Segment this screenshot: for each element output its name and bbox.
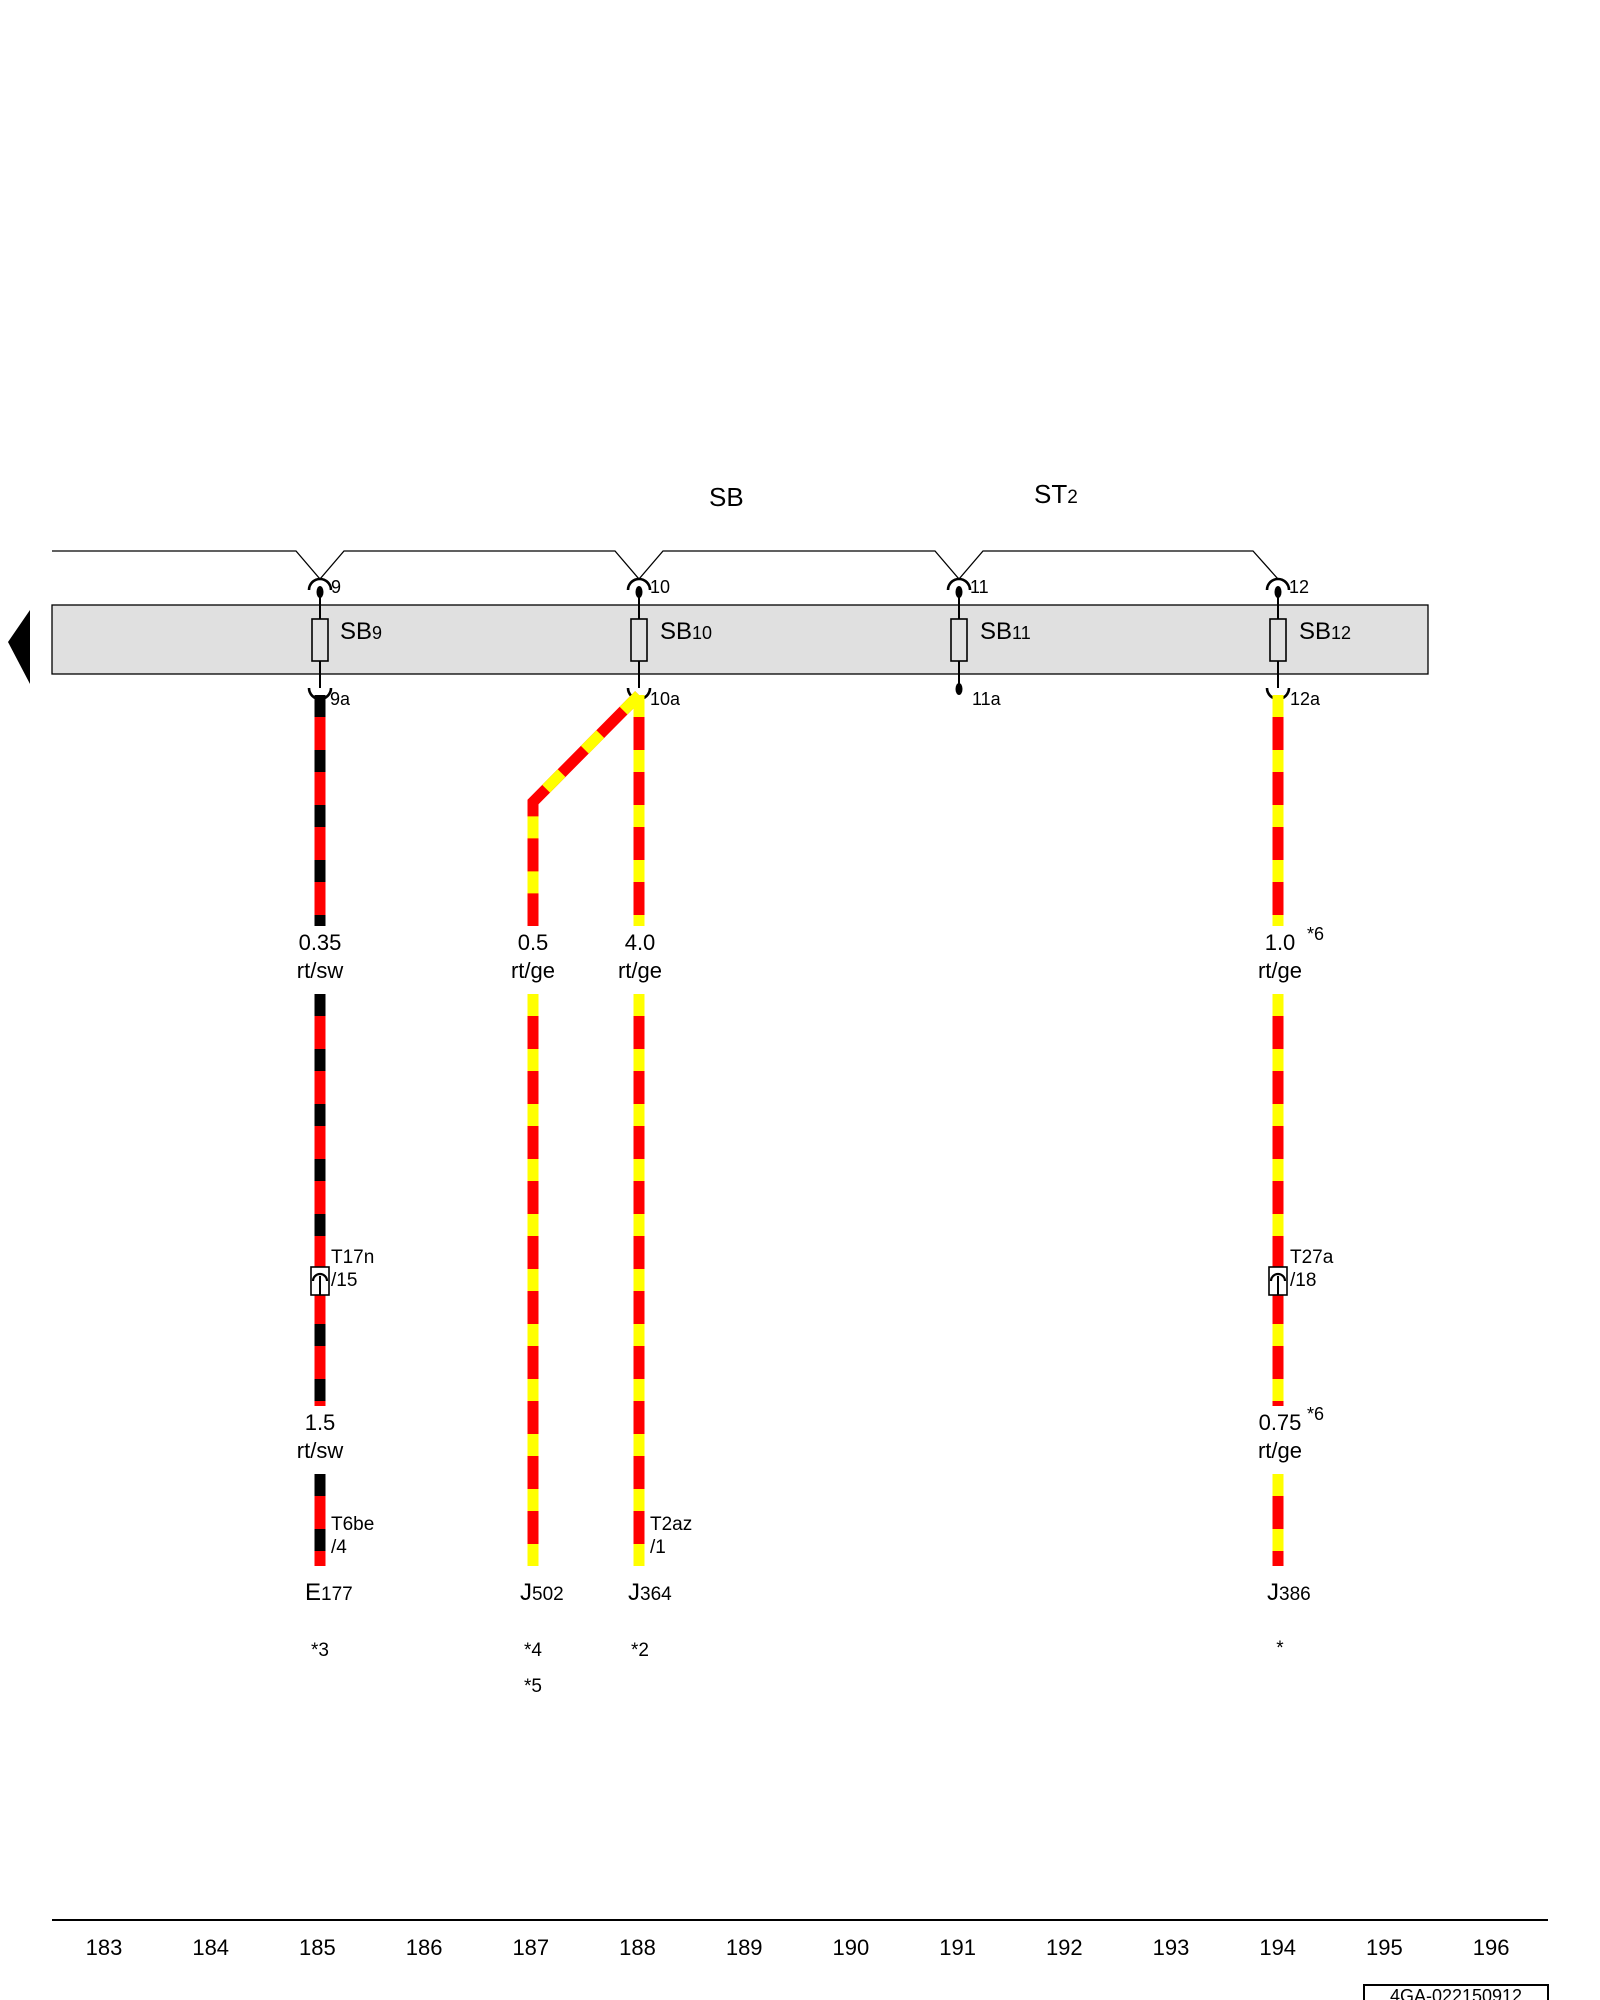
wire-size-label: 0.5 — [518, 930, 549, 955]
svg-text:9a: 9a — [330, 689, 351, 709]
connector-t6be-name: T6be — [331, 1514, 374, 1535]
header-st-label: ST2 — [1034, 479, 1078, 509]
ruler-number: 185 — [299, 1935, 336, 1960]
component-footnote: *3 — [311, 1640, 329, 1661]
svg-text:T17n: T17n — [331, 1247, 374, 1268]
ruler-number: 193 — [1153, 1935, 1190, 1960]
ruler-number: 189 — [726, 1935, 763, 1960]
wire-rt-ge-branch[interactable] — [527, 691, 643, 926]
fuse-icon — [311, 618, 329, 662]
connector-t6be-pin: /4 — [331, 1537, 347, 1558]
fuse-icon — [1269, 618, 1287, 662]
output-terminal-icon — [955, 683, 963, 695]
wire-color-label: rt/ge — [1258, 958, 1302, 983]
footer-ruler: 183 184 185 186 187 188 189 190 191 192 193 194 195 1… — [86, 1935, 1510, 1960]
fuse-sb12[interactable]: 12 12a SB12 — [1265, 577, 1351, 709]
page-left-arrow[interactable] — [8, 610, 30, 684]
component-footnote: *4 — [524, 1640, 542, 1661]
svg-text:12: 12 — [1289, 577, 1309, 597]
fuse-icon — [630, 618, 648, 662]
wire-size-label: 1.5 — [305, 1410, 336, 1435]
wire-size-label: 4.0 — [625, 930, 656, 955]
component-footnote: * — [1276, 1638, 1284, 1659]
svg-text:10: 10 — [650, 577, 670, 597]
input-terminal-icon — [626, 577, 652, 591]
svg-text:11a: 11a — [972, 689, 1002, 709]
ruler-number: 188 — [619, 1935, 656, 1960]
ruler-number: 196 — [1473, 1935, 1510, 1960]
component-j386[interactable]: J386 — [1267, 1579, 1311, 1606]
component-footnote: *5 — [524, 1676, 542, 1697]
wire-color-label: rt/ge — [618, 958, 662, 983]
ruler-number: 187 — [512, 1935, 549, 1960]
svg-text:SB12: SB12 — [1299, 618, 1351, 645]
connector-t2az-name: T2az — [650, 1514, 692, 1535]
wire-color-label: rt/ge — [1258, 1438, 1302, 1463]
svg-text:/15: /15 — [331, 1270, 357, 1291]
ruler-number: 195 — [1366, 1935, 1403, 1960]
ruler-number: 184 — [192, 1935, 229, 1960]
wire-size-label: 0.35 — [299, 930, 342, 955]
ruler-number: 183 — [86, 1935, 123, 1960]
doc-code: 4GA-022150912 — [1390, 1986, 1522, 2000]
ruler-number: 192 — [1046, 1935, 1083, 1960]
component-j364[interactable]: J364 — [628, 1579, 672, 1606]
bus-line — [52, 550, 1279, 580]
wire-size-label: 1.0 — [1265, 930, 1296, 955]
footnote-marker: *6 — [1307, 924, 1324, 944]
input-terminal-icon — [946, 577, 972, 591]
connector-t17n[interactable]: T17n /15 — [310, 1247, 374, 1296]
ruler-number: 194 — [1259, 1935, 1296, 1960]
doc-code-box — [1363, 1984, 1549, 2000]
svg-text:T27a: T27a — [1290, 1247, 1334, 1268]
header-sb-label: SB — [709, 482, 744, 512]
component-footnote: *2 — [631, 1640, 649, 1661]
component-j502[interactable]: J502 — [520, 1579, 564, 1606]
fuse-rail — [51, 604, 1429, 675]
svg-text:SB11: SB11 — [980, 618, 1031, 645]
svg-text:10a: 10a — [650, 689, 681, 709]
connector-t2az-pin: /1 — [650, 1537, 666, 1558]
ruler-number: 190 — [833, 1935, 870, 1960]
wire-size-label: 0.75 — [1259, 1410, 1302, 1435]
svg-text:/18: /18 — [1290, 1270, 1316, 1291]
fuse-sb10[interactable]: 10 10a SB10 — [626, 577, 712, 709]
fuse-sb11[interactable]: 11 11a SB11 — [946, 577, 1031, 709]
ruler-number: 186 — [406, 1935, 443, 1960]
footnote-marker: *6 — [1307, 1404, 1324, 1424]
svg-text:SB10: SB10 — [660, 618, 712, 645]
component-e177[interactable]: E177 — [305, 1579, 353, 1606]
ruler-number: 191 — [939, 1935, 976, 1960]
input-terminal-icon — [307, 577, 333, 591]
fuse-icon — [950, 618, 968, 662]
svg-text:11: 11 — [970, 577, 989, 597]
wire-color-label: rt/ge — [511, 958, 555, 983]
svg-text:9: 9 — [331, 577, 341, 597]
input-terminal-icon — [1265, 577, 1291, 591]
svg-text:SB9: SB9 — [340, 618, 382, 645]
fuse-sb9[interactable]: 9 9a SB9 — [307, 577, 382, 709]
wire-color-label: rt/sw — [297, 958, 344, 983]
wire-color-label: rt/sw — [297, 1438, 344, 1463]
connector-t27a[interactable]: T27a /18 — [1268, 1247, 1334, 1296]
svg-text:12a: 12a — [1290, 689, 1321, 709]
